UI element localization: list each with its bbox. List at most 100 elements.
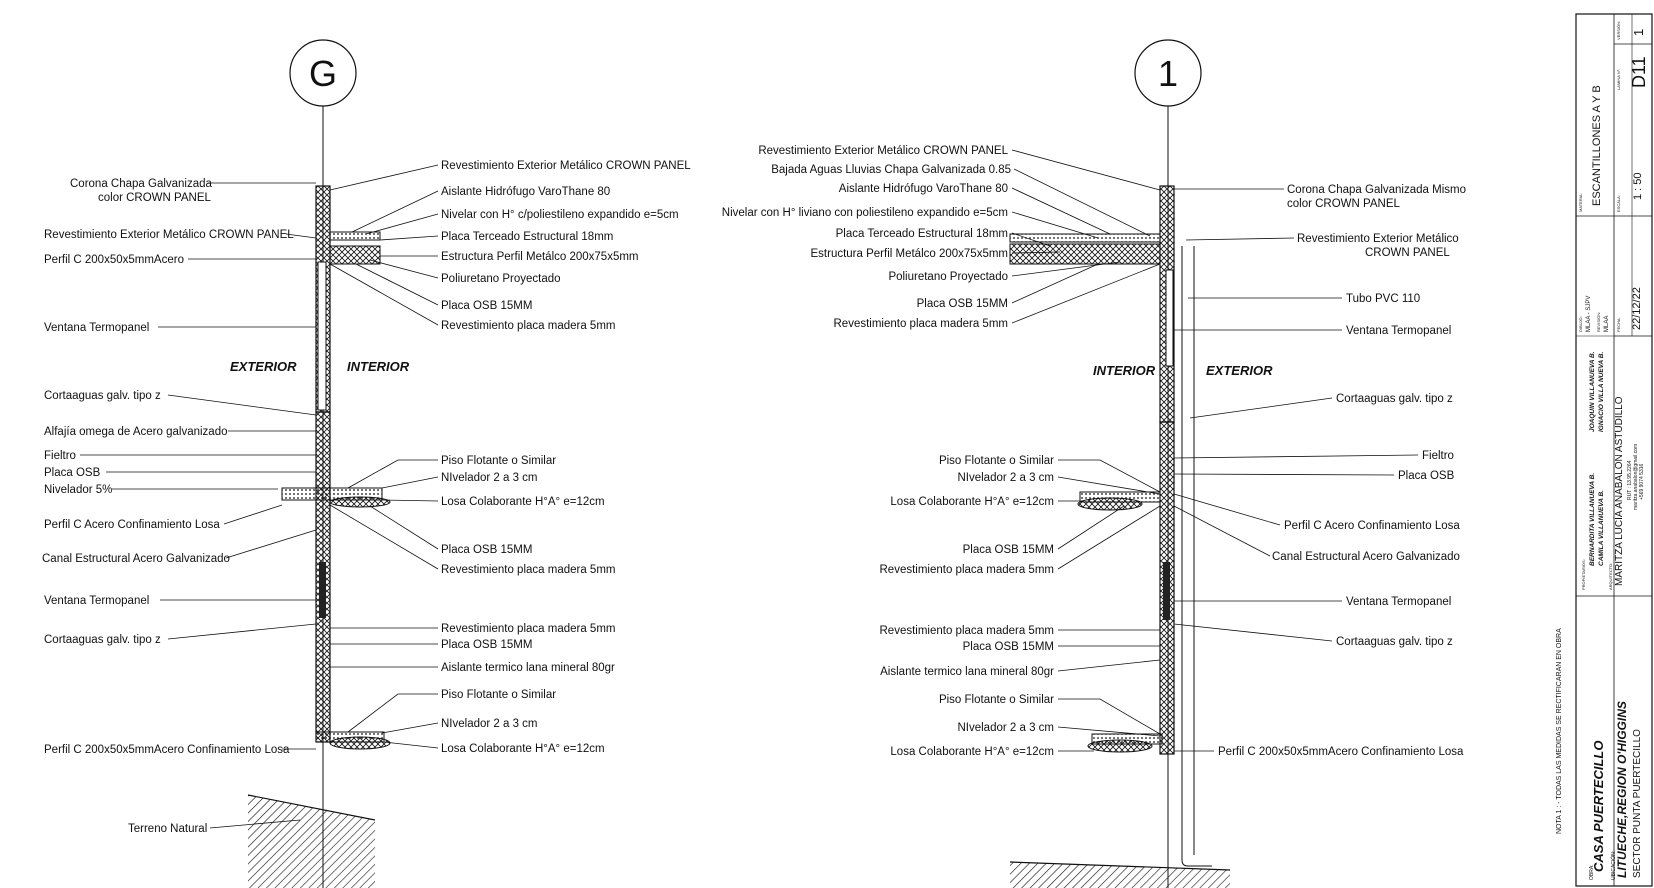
section-g: G	[247, 39, 391, 888]
label-1-r13: Perfil C 200x50x5mmAcero Confinamiento L…	[1218, 746, 1464, 758]
version-label: VERSIÓN:	[1616, 21, 1621, 40]
label-1-r5: Ventana Termopanel	[1346, 325, 1451, 337]
window-upper-g	[317, 261, 327, 411]
lamina-label: LAMINA N°:	[1616, 69, 1621, 90]
interior-tag-1: INTERIOR	[1093, 363, 1156, 378]
label-1-r8: Placa OSB	[1398, 470, 1455, 482]
left-leaders-1	[1011, 149, 1161, 752]
label-g-r12: Revestimiento placa madera 5mm	[441, 564, 616, 576]
architect-email: maritza.anabalon@gmail.com	[1633, 444, 1639, 510]
window-lower-g	[319, 562, 326, 618]
roof-structure-g	[329, 245, 381, 265]
label-g-r16: Piso Flotante o Similar	[441, 689, 556, 701]
roof-slab-g	[329, 231, 381, 241]
architect-name: MARITZA LUCÍA ANABALON ASTUDILLO	[1612, 396, 1625, 586]
project-sector: SECTOR PUNTA PUERTECILLO	[1632, 729, 1643, 878]
window-lower-1	[1163, 562, 1170, 620]
escala-label: ESCALA:	[1616, 195, 1621, 212]
section-1: 1	[1009, 39, 1231, 888]
interior-tag-g: INTERIOR	[347, 359, 410, 374]
label-g-l2: Revestimiento Exterior Metálico CROWN PA…	[44, 229, 294, 241]
dibujo-value: MLAA - SJPV	[1586, 296, 1592, 332]
label-g-r18: Losa Colaborante H°A° e=12cm	[441, 743, 605, 755]
terrain-hatch-g	[248, 795, 375, 888]
left-labels-g: Corona Chapa Galvanizada color CROWN PAN…	[42, 178, 294, 835]
project-location: LITUECHE,REGION O'HIGGINS	[1615, 701, 1629, 878]
label-g-l15: Terreno Natural	[128, 823, 207, 835]
label-g-l11: Canal Estructural Acero Galvanizado	[42, 553, 230, 565]
label-g-r3: Placa Terceado Estructural 18mm	[441, 231, 613, 243]
label-g-r17: NIvelador 2 a 3 cm	[441, 718, 538, 730]
fecha-label: FECHA:	[1616, 317, 1621, 332]
label-g-l13: Cortaaguas galv. tipo z	[44, 634, 161, 646]
label-1-l11: Losa Colaborante H°A° e=12cm	[890, 496, 1054, 508]
downpipe-1	[1181, 246, 1212, 867]
label-g-r13: Revestimiento placa madera 5mm	[441, 623, 616, 635]
label-1-r1: color CROWN PANEL	[1287, 198, 1400, 210]
label-1-r6: Cortaaguas galv. tipo z	[1336, 393, 1453, 405]
label-g-l8: Placa OSB	[44, 467, 101, 479]
owner-2: CAMILA VILLANUEVA B.	[1598, 490, 1605, 566]
label-g-r4: Estructura Perfil Metálco 200x75x5mm	[441, 251, 639, 263]
architect-phone: +569 9074 5316	[1639, 463, 1645, 500]
label-1-l16: Aislante termico lana mineral 80gr	[880, 666, 1054, 678]
left-labels-1: Revestimiento Exterior Metálico CROWN PA…	[722, 145, 1054, 758]
label-1-r9: Perfil C Acero Confinamiento Losa	[1284, 520, 1460, 532]
owner-4: IGNACIO VILLA NUEVA B.	[1598, 352, 1605, 432]
axis-label-g: G	[309, 53, 337, 94]
roof-structure-1	[1009, 243, 1161, 265]
label-g-l4: Ventana Termopanel	[44, 322, 149, 334]
label-g-l5: Cortaaguas galv. tipo z	[44, 390, 161, 402]
label-g-l7: Fieltro	[44, 450, 76, 462]
escala-value: 1 : 50	[1632, 172, 1644, 200]
label-g-l12: Ventana Termopanel	[44, 595, 149, 607]
right-labels-1: Corona Chapa Galvanizada Mismo color CRO…	[1218, 184, 1466, 758]
label-1-l7: Placa OSB 15MM	[917, 298, 1008, 310]
label-g-l14: Perfil C 200x50x5mmAcero Confinamiento L…	[44, 744, 290, 756]
floor-ribs-1-g	[329, 496, 391, 508]
label-1-l13: Revestimiento placa madera 5mm	[880, 564, 1055, 576]
label-g-l9: Nivelador 5%	[44, 484, 112, 496]
label-1-l19: Losa Colaborante H°A° e=12cm	[890, 746, 1054, 758]
label-g-r11: Placa OSB 15MM	[441, 544, 532, 556]
version-value: 1	[1631, 29, 1646, 36]
label-g-l6: Alfajía omega de Acero galvanizado	[44, 426, 227, 438]
fecha-value: 22/12/22	[1631, 287, 1643, 330]
label-g-r5: Poliuretano Proyectado	[441, 273, 561, 285]
label-1-l10: NIvelador 2 a 3 cm	[957, 472, 1054, 484]
axis-label-1: 1	[1158, 53, 1178, 94]
exterior-tag-g: EXTERIOR	[230, 359, 297, 374]
label-1-l18: NIvelador 2 a 3 cm	[957, 722, 1054, 734]
left-leaders-g	[80, 182, 317, 829]
floor-ribs-1-1	[1077, 497, 1143, 511]
exterior-tag-1: EXTERIOR	[1206, 363, 1273, 378]
label-1-l1: Bajada Aguas Lluvias Chapa Galvanizada 0…	[771, 164, 1011, 176]
label-1-l3: Nivelar con H° liviano con poliestileno …	[722, 207, 1008, 219]
label-g-r1: Aislante Hidrófugo VaroThane 80	[441, 186, 610, 198]
label-g-r10: Losa Colaborante H°A° e=12cm	[441, 496, 605, 508]
project-name: CASA PUERTECILLO	[1591, 741, 1606, 872]
label-g-r9: NIvelador 2 a 3 cm	[441, 472, 538, 484]
lamina-value: D11	[1629, 56, 1649, 88]
revision-value: MLAA	[1604, 316, 1610, 332]
label-1-r7: Fieltro	[1422, 450, 1454, 462]
label-1-l8: Revestimiento placa madera 5mm	[834, 318, 1009, 330]
propietarios-label: PROPIETARIOS:	[1581, 559, 1586, 590]
arquitecto-label: ARQUITECTO:	[1608, 563, 1613, 590]
label-g-l1: color CROWN PANEL	[98, 192, 211, 204]
label-1-l15: Placa OSB 15MM	[963, 641, 1054, 653]
label-1-l12: Placa OSB 15MM	[963, 544, 1054, 556]
label-g-r6: Placa OSB 15MM	[441, 300, 532, 312]
ubicacion-label: UBICACIÓN:	[1610, 851, 1617, 880]
label-1-l14: Revestimiento placa madera 5mm	[880, 625, 1055, 637]
title-block: OBRA: CASA PUERTECILLO UBICACIÓN: LITUEC…	[1575, 13, 1653, 887]
label-1-r3: CROWN PANEL	[1365, 247, 1450, 259]
label-g-r14: Placa OSB 15MM	[441, 639, 532, 651]
label-1-r11: Ventana Termopanel	[1346, 596, 1451, 608]
label-1-l0: Revestimiento Exterior Metálico CROWN PA…	[758, 145, 1008, 157]
dibujo-label: DIBUJO:	[1578, 316, 1583, 332]
label-1-l6: Poliuretano Proyectado	[888, 271, 1008, 283]
right-labels-g: Revestimiento Exterior Metálico CROWN PA…	[441, 160, 691, 755]
floor-ribs-2-g	[329, 736, 391, 750]
